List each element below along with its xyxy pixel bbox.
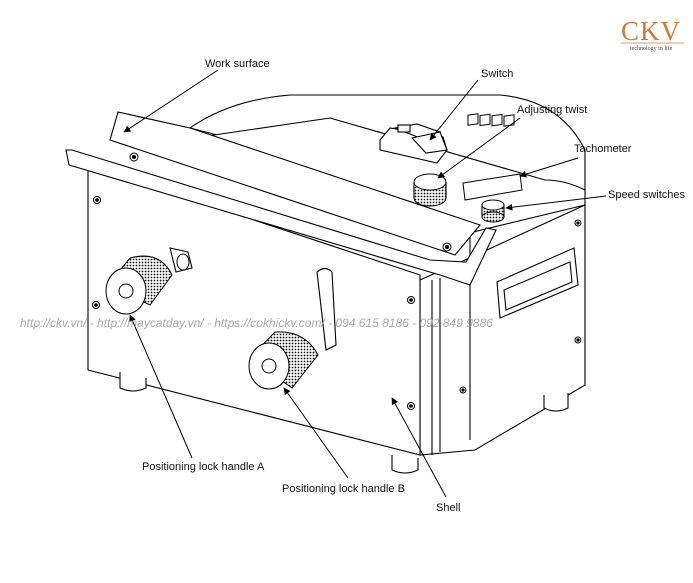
leader-lock-handle-b [283, 387, 349, 479]
side-slot [496, 247, 579, 319]
watermark-text: http://ckv.vn/ - http://maycatday.vn/ - … [20, 316, 493, 330]
label-work-surface: Work surface [205, 58, 270, 70]
callout-labels: Work surface Switch Adjusting twist Tach… [142, 58, 686, 514]
front-panel [87, 164, 421, 456]
lock-handle-a [105, 247, 193, 315]
label-adjusting-twist: Adjusting twist [517, 104, 587, 116]
logo-tagline: technology in life [630, 45, 673, 52]
leader-lock-handle-a [129, 314, 193, 459]
adjusting-twist-knob [413, 173, 447, 207]
callout-leaders [123, 69, 607, 498]
ckv-logo: CKV technology in life [621, 16, 684, 52]
label-shell: Shell [436, 502, 460, 514]
machine [65, 94, 586, 474]
leader-tachometer [519, 157, 579, 178]
leader-switch [429, 79, 479, 141]
label-lock-handle-b: Positioning lock handle B [282, 483, 405, 495]
label-tachometer: Tachometer [574, 143, 632, 155]
lock-handle-b [248, 267, 337, 390]
leader-work-surface [123, 69, 219, 133]
feet [119, 372, 569, 474]
leader-adjusting-twist [437, 117, 521, 179]
speed-switch-knob [481, 199, 505, 223]
screws [92, 152, 582, 410]
leader-shell [391, 397, 447, 498]
label-switch: Switch [481, 68, 513, 80]
label-speed-switches: Speed switches [608, 189, 686, 201]
leader-speed-switches [505, 195, 607, 211]
work-surface-plate [65, 149, 497, 286]
logo-text: CKV [621, 16, 681, 46]
label-lock-handle-a: Positioning lock handle A [142, 461, 265, 473]
tachometer [462, 113, 523, 201]
